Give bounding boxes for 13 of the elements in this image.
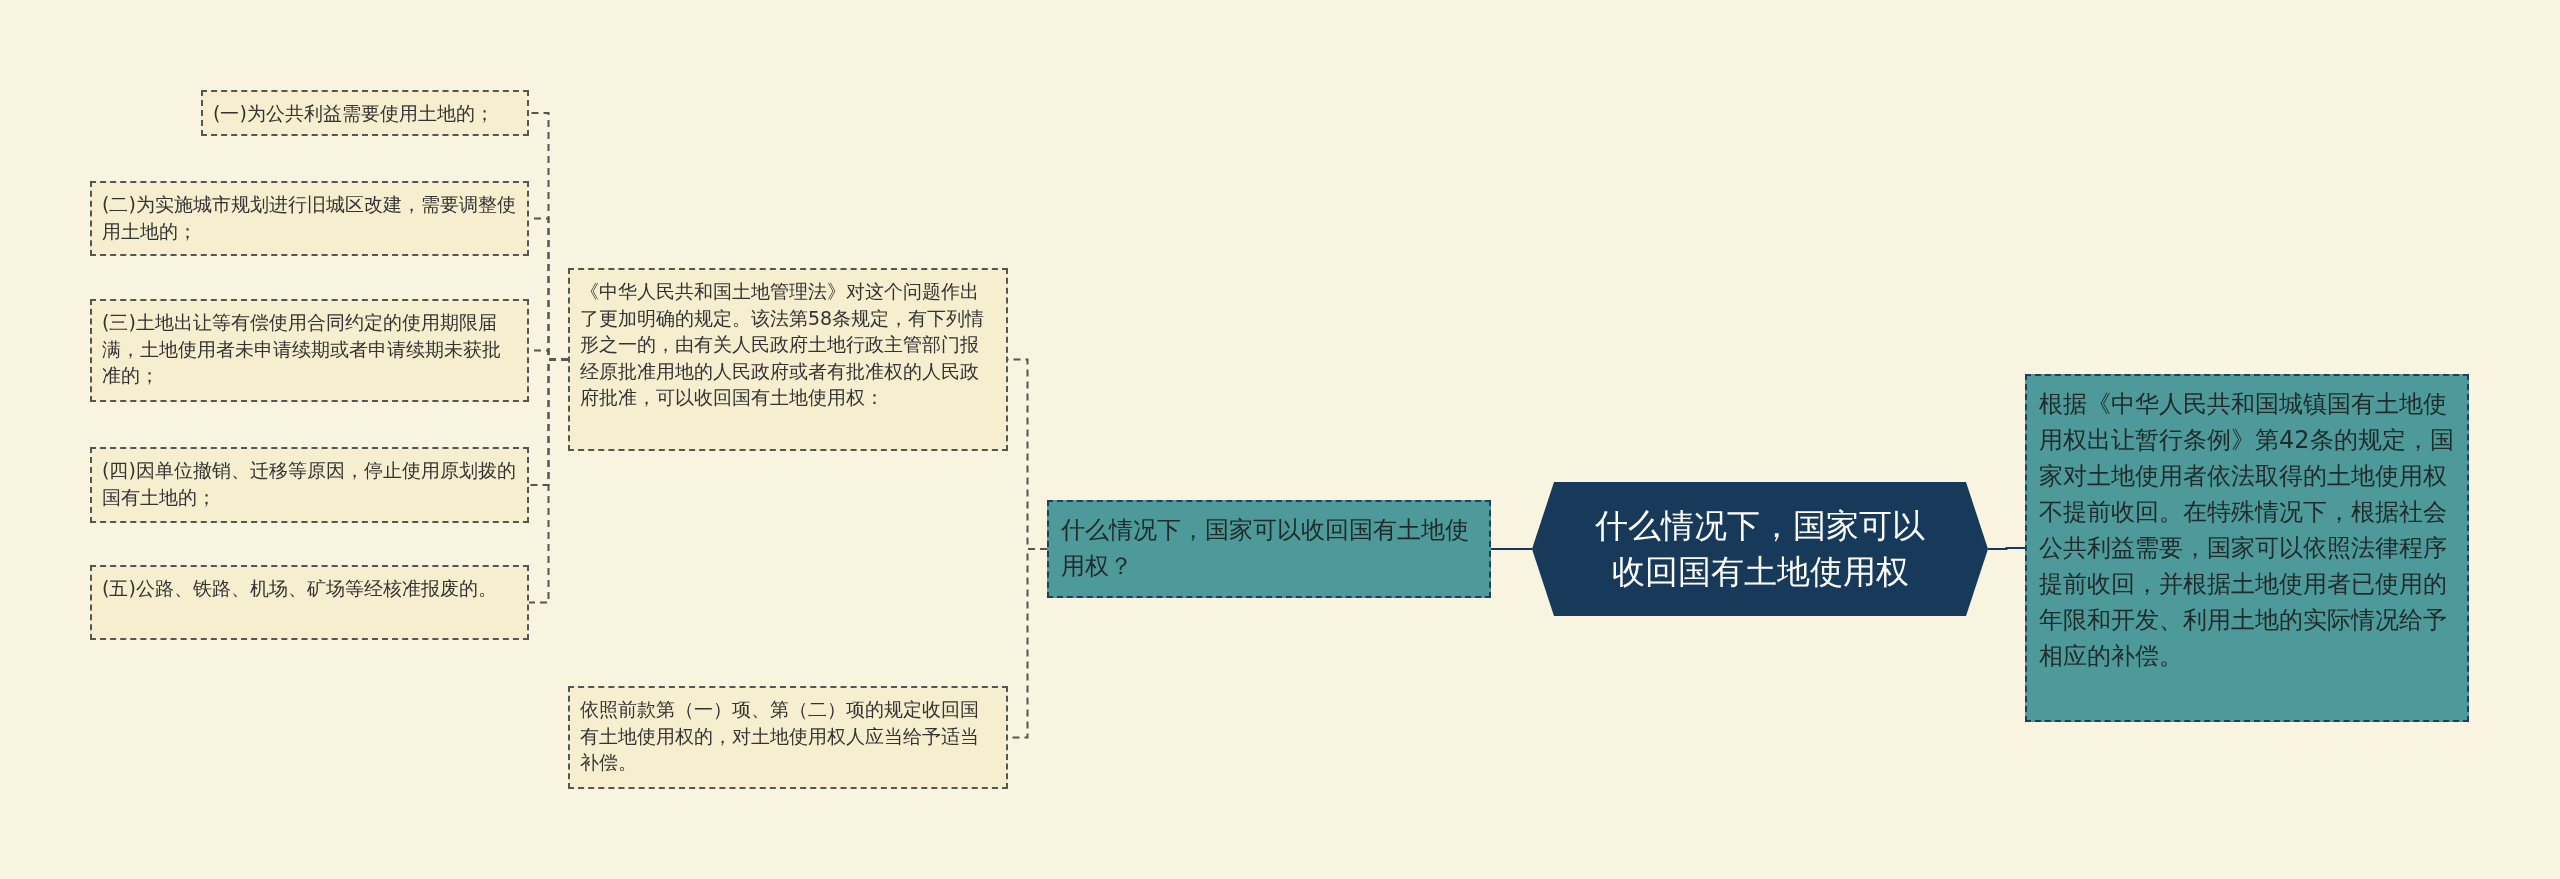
note-box: 依照前款第（一）项、第（二）项的规定收回国有土地使用权的，对土地使用权人应当给予适当补偿。: [568, 686, 1008, 789]
list-item-box: (五)公路、铁路、机场、矿场等经核准报废的。: [90, 565, 529, 640]
connector-line: [1987, 547, 2026, 550]
list-item-box: (一)为公共利益需要使用土地的；: [201, 90, 529, 136]
detail-box: 根据《中华人民共和国城镇国有土地使用权出让暂行条例》第42条的规定，国家对土地使用者依法取得的土地使用权不提前收回。在特殊情况下，根据社会公共利益需要，国家可以依照法律程序提前收回，并根据土地使用者已使用的年限和开发、利用土地的实际情况给予相应的补偿。: [2025, 374, 2469, 722]
question-box: 什么情况下，国家可以收回国有土地使用权？: [1047, 500, 1491, 598]
list-item-box: (二)为实施城市规划进行旧城区改建，需要调整使用土地的；: [90, 181, 529, 256]
connector-line: [528, 358, 569, 604]
note-box: 《中华人民共和国土地管理法》对这个问题作出了更加明确的规定。该法第58条规定，有下列情形之一的，由有关人民政府土地行政主管部门报经原批准用地的人民政府或者有批准权的人民政府批准，可以收回国有土地使用权：: [568, 268, 1008, 451]
list-item-box: (三)土地出让等有偿使用合同约定的使用期限届满，土地使用者未申请续期或者申请续期未获批准的；: [90, 299, 529, 402]
list-item-box: (四)因单位撤销、迁移等原因，停止使用原划拨的国有土地的；: [90, 447, 529, 523]
topic-hexagon: 什么情况下，国家可以收回国有土地使用权: [1532, 482, 1988, 616]
connector-line: [1490, 548, 1533, 550]
